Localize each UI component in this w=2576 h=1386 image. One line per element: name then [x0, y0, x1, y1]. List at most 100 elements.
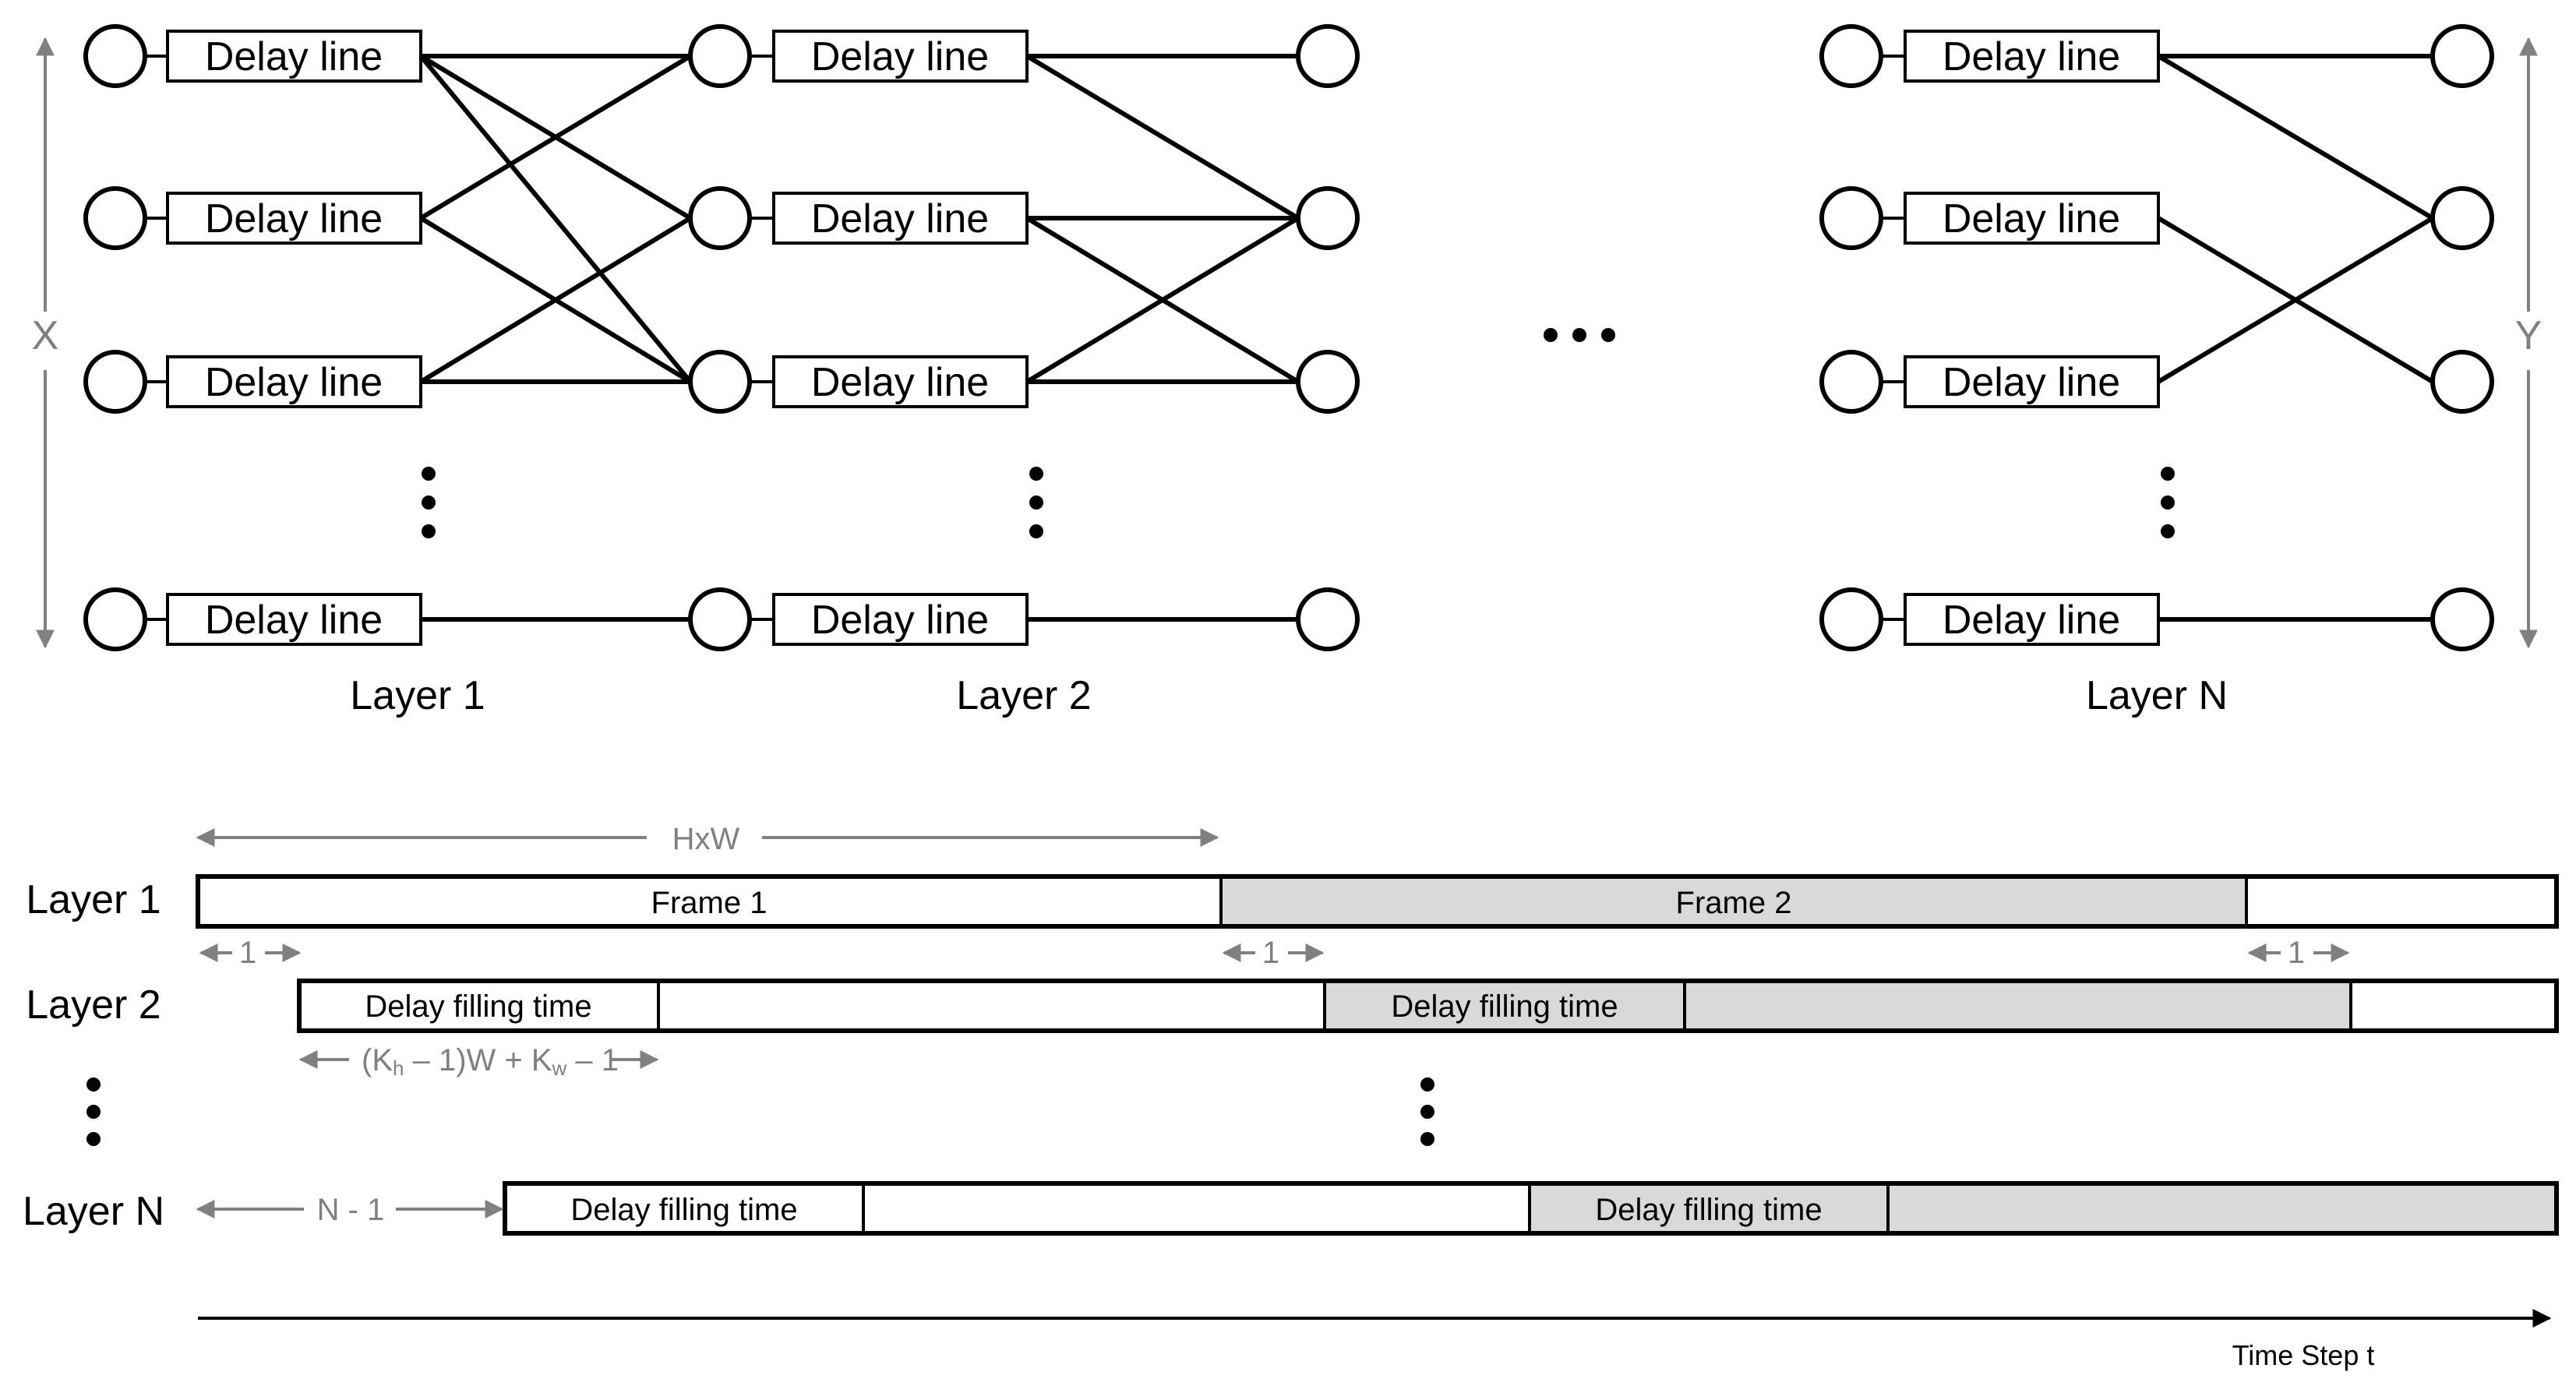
delay-line-label: Delay line	[205, 598, 383, 643]
timeline-row-outline	[297, 979, 2559, 1033]
timeline-row-label: Layer N	[23, 1189, 164, 1234]
hidden-neuron	[1296, 24, 1360, 88]
input-neuron	[83, 186, 147, 250]
network-layer-1: Delay line Delay line Delay line	[83, 24, 693, 718]
timeline-row-outline	[196, 874, 2559, 929]
delay-line-label: Delay line	[811, 360, 989, 405]
layer-offset-annotation: N - 1	[196, 1193, 504, 1227]
delay-fill-length-label: (Kh – 1)W + Kw – 1	[362, 1043, 619, 1080]
layer-1-row-2: Delay line	[83, 186, 422, 250]
delay-line-box	[166, 192, 422, 245]
timeline-segment-label: Delay filling time	[365, 989, 591, 1024]
hidden-neuron	[1819, 350, 1883, 414]
network-diagram: X Y Delay lin	[32, 24, 2542, 718]
output-axis-label: Y	[2515, 313, 2542, 358]
one-step-annotation: 1	[1222, 936, 1325, 970]
layer-2-connections	[1025, 54, 1300, 622]
hidden-neuron	[1296, 350, 1360, 414]
layer-2-row-3: Delay line	[688, 350, 1029, 414]
timeline-segment-delay-fill-2	[1528, 1182, 1890, 1235]
layer-n-row-2: Delay line	[1819, 186, 2160, 250]
timeline-segment-label: Frame 2	[1676, 886, 1792, 920]
delay-line-box	[772, 30, 1029, 83]
delay-line-label: Delay line	[811, 598, 989, 643]
one-step-annotation: 1	[199, 936, 302, 970]
timeline-vertical-ellipsis-middle	[1420, 1077, 1434, 1146]
layer-2-row-n: Delay line	[688, 587, 1029, 651]
input-neuron	[83, 24, 147, 88]
delay-line-label: Delay line	[1943, 196, 2120, 242]
delay-line-label: Delay line	[1943, 598, 2120, 643]
output-neuron	[2430, 587, 2494, 651]
network-layer-2: Delay line Delay line Delay line	[688, 24, 1360, 718]
output-neuron	[2430, 24, 2494, 88]
delay-line-box	[1904, 355, 2160, 408]
output-neuron	[2430, 186, 2494, 250]
layer-offset-label: N - 1	[317, 1193, 385, 1227]
timeline-segment-label: Frame 1	[651, 886, 768, 920]
hidden-neuron	[688, 186, 752, 250]
hidden-neuron	[1296, 587, 1360, 651]
network-layer-n-label: Layer N	[2086, 673, 2228, 718]
delay-line-box	[772, 355, 1029, 408]
input-axis: X	[32, 37, 59, 649]
svg-text:1: 1	[1262, 936, 1279, 970]
output-neuron	[2430, 350, 2494, 414]
timeline-vertical-ellipsis-left	[86, 1077, 101, 1146]
hidden-neuron	[688, 587, 752, 651]
one-step-annotations: 1 1 1	[199, 936, 2350, 970]
timeline-row-layer-2: Layer 2 Delay filling time Delay filling…	[26, 979, 2559, 1033]
delay-line-box	[1904, 30, 2160, 83]
frame-length-annotation: HxW	[196, 822, 1219, 856]
delay-line-label: Delay line	[1943, 34, 2120, 79]
timeline-segment-label: Delay filling time	[1595, 1193, 1822, 1227]
delay-line-box	[772, 593, 1029, 646]
network-layer-2-label: Layer 2	[956, 673, 1091, 718]
timeline-segment-frame-1	[862, 1182, 1531, 1235]
layer-1-connections	[418, 54, 693, 622]
network-layer-n: Delay line Delay line Delay line	[1819, 24, 2494, 718]
delay-line-label: Delay line	[205, 34, 383, 79]
frame-length-label: HxW	[672, 822, 740, 856]
delay-line-box	[772, 192, 1029, 245]
timeline-diagram: HxW Layer 1 Frame 1 Frame 2 1 1	[23, 822, 2559, 1371]
layer-1-row-n: Delay line	[83, 587, 422, 651]
delay-line-box	[166, 30, 422, 83]
timeline-row-label: Layer 1	[26, 877, 161, 922]
timeline-row-layer-1: Layer 1 Frame 1 Frame 2	[26, 874, 2559, 929]
timeline-segment-label: Delay filling time	[570, 1193, 797, 1227]
timeline-row-outline	[503, 1181, 2559, 1236]
timeline-segment-frame-1	[657, 979, 1326, 1032]
delay-line-box	[166, 593, 422, 646]
output-axis: Y	[2515, 37, 2542, 649]
timeline-segment-tail	[2349, 979, 2558, 1032]
delay-line-label: Delay line	[1943, 360, 2120, 405]
layer-1-row-3: Delay line	[83, 350, 422, 414]
layer-1-vertical-ellipsis	[422, 467, 436, 538]
timeline-segment-label: Delay filling time	[1391, 989, 1618, 1024]
input-axis-label: X	[32, 313, 59, 358]
hidden-neuron	[688, 24, 752, 88]
hidden-neuron	[1819, 587, 1883, 651]
input-neuron	[83, 350, 147, 414]
layer-n-row-3: Delay line	[1819, 350, 2160, 414]
layers-horizontal-ellipsis	[1544, 328, 1615, 342]
delay-line-label: Delay line	[205, 360, 383, 405]
timeline-segment-tail	[2245, 875, 2558, 928]
one-step-annotation: 1	[2247, 936, 2350, 970]
delay-fill-length-annotation: (Kh – 1)W + Kw – 1	[298, 1043, 659, 1080]
layer-n-connections	[2157, 54, 2434, 622]
delay-line-box	[1904, 593, 2160, 646]
delay-line-box	[1904, 192, 2160, 245]
network-layer-1-label: Layer 1	[350, 673, 485, 718]
hidden-neuron	[688, 350, 752, 414]
hidden-neuron	[1819, 24, 1883, 88]
hidden-neuron	[1296, 186, 1360, 250]
layer-n-row-n: Delay line	[1819, 587, 2160, 651]
timeline-segment-frame-2	[1683, 979, 2352, 1032]
input-neuron	[83, 587, 147, 651]
layer-n-row-1: Delay line	[1819, 24, 2160, 88]
time-axis-label: Time Step t	[2232, 1339, 2375, 1371]
delay-line-label: Delay line	[205, 196, 383, 242]
